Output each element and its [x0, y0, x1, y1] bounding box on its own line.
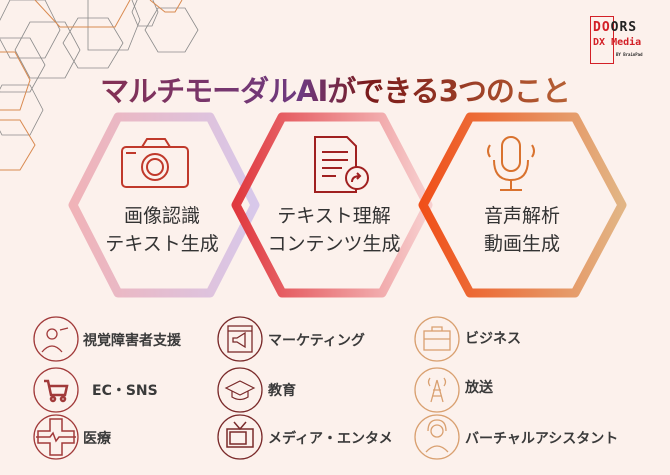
tv-icon — [226, 421, 254, 448]
use-case-item: 医療 — [83, 431, 111, 447]
logo-byline: BY BrainPad — [616, 52, 643, 57]
hex-line: 画像認識 — [123, 205, 200, 227]
logo-do: DO — [593, 20, 611, 35]
hexagon-3-label: 音声解析 動画生成 — [422, 202, 622, 258]
medical-cross-icon — [36, 418, 76, 456]
microphone-icon — [487, 136, 535, 191]
hexagon-1-label: 画像認識 テキスト生成 — [62, 202, 262, 258]
document-icon — [314, 136, 369, 193]
cart-icon — [44, 379, 69, 403]
logo-dx: DX — [593, 37, 606, 48]
hex-line: コンテンツ生成 — [267, 233, 401, 255]
briefcase-icon — [423, 326, 451, 351]
hex-line: 動画生成 — [483, 233, 560, 255]
hexagon-1 — [68, 112, 260, 298]
use-case-item: EC・SNS — [92, 383, 158, 399]
use-case-item: 視覚障害者支援 — [83, 333, 181, 349]
broadcast-tower-icon — [427, 377, 447, 403]
use-case-item: メディア・エンタメ — [268, 431, 393, 447]
visual-assist-icon — [41, 327, 69, 353]
use-case-item: 教育 — [268, 383, 296, 399]
hexagon-2 — [231, 112, 433, 298]
logo-media: Media — [611, 37, 642, 48]
page-title: マルチモーダルAIができる3つのこと — [0, 68, 670, 110]
hex-line: テキスト理解 — [277, 205, 391, 227]
megaphone-icon — [227, 325, 253, 353]
use-case-item: 放送 — [465, 380, 493, 396]
camera-icon — [121, 138, 189, 188]
use-case-item: バーチャルアシスタント — [465, 431, 619, 447]
use-case-item: ビジネス — [465, 331, 521, 347]
graduation-cap-icon — [224, 380, 256, 401]
hex-line: 音声解析 — [483, 205, 560, 227]
hexagon-2-label: テキスト理解 コンテンツ生成 — [234, 202, 434, 258]
doors-dx-media-logo: DOORS DX Media BY BrainPad — [590, 16, 652, 66]
logo-ors: ORS — [610, 20, 638, 35]
headset-assistant-icon — [425, 419, 449, 453]
hexagon-3 — [418, 112, 627, 298]
hex-line: テキスト生成 — [105, 233, 219, 255]
use-case-item: マーケティング — [268, 333, 365, 349]
